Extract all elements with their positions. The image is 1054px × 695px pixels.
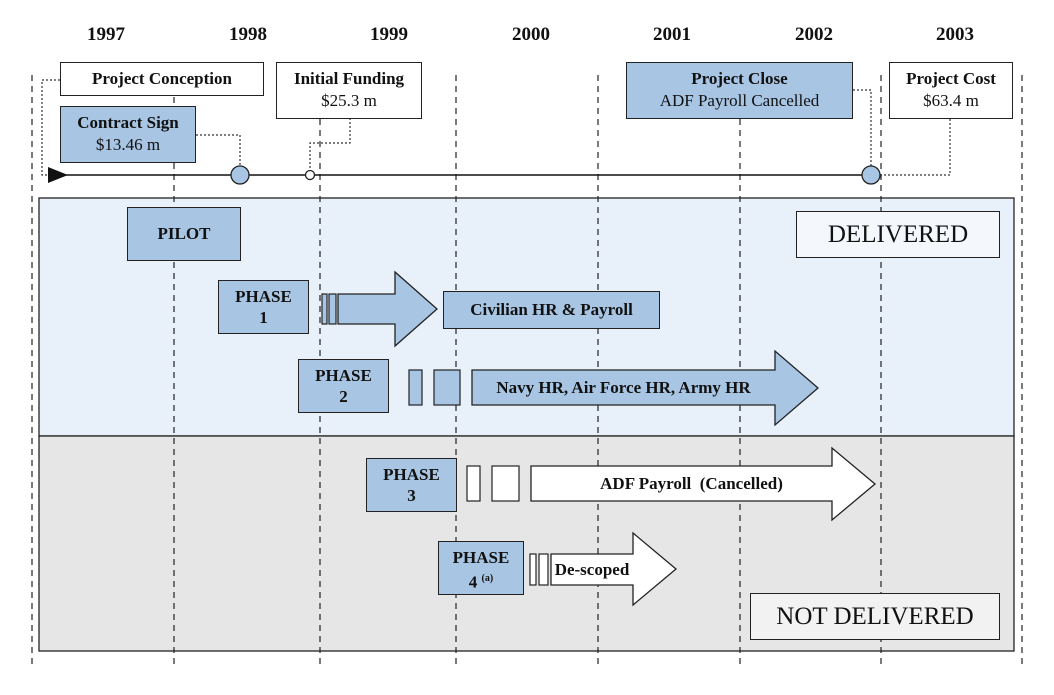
phase-2-word: PHASE xyxy=(315,366,372,385)
phase-1-step-b xyxy=(328,293,337,325)
initial-funding-box: Initial Funding $25.3 m xyxy=(276,62,422,119)
phase-3-step-b xyxy=(491,465,520,502)
phase-3-box: PHASE 3 xyxy=(366,458,457,512)
phase-3-step-a xyxy=(466,465,481,502)
phase-1-arrow xyxy=(337,270,438,348)
milestone-connectors xyxy=(41,79,951,176)
project-cost-title: Project Cost xyxy=(906,69,996,88)
phase-1-deliverable: Civilian HR & Payroll xyxy=(443,291,660,329)
year-label: 1998 xyxy=(229,24,267,45)
timeline-start-arrow xyxy=(48,167,68,183)
phase-4-deliverable: De-scoped xyxy=(554,560,630,579)
not-delivered-label: NOT DELIVERED xyxy=(750,593,1000,640)
phase-2-deliverable: Navy HR, Air Force HR, Army HR xyxy=(496,378,751,397)
phase-4-arrow xyxy=(550,531,678,607)
initial-funding-value: $25.3 m xyxy=(321,91,377,110)
phase-4-number-line: 4 (a) xyxy=(439,568,523,593)
year-label: 2003 xyxy=(936,24,974,45)
phase-2-number: 2 xyxy=(339,387,348,406)
phase-3-deliverable: ADF Payroll (Cancelled) xyxy=(600,474,783,493)
phase-4-step-a xyxy=(529,553,537,586)
phase-1-box: PHASE 1 xyxy=(218,280,309,334)
contract-sign-value: $13.46 m xyxy=(95,135,161,154)
contract-marker xyxy=(230,165,250,185)
project-close-title: Project Close xyxy=(691,69,788,88)
initial-funding-title: Initial Funding xyxy=(293,69,405,88)
phase-4-footnote: (a) xyxy=(481,573,494,584)
phase-2-box: PHASE 2 xyxy=(298,359,389,413)
phase-1-step-a xyxy=(321,293,328,325)
contract-sign-title: Contract Sign xyxy=(77,113,179,132)
year-label: 2002 xyxy=(795,24,833,45)
year-label: 1999 xyxy=(370,24,408,45)
phase-4-number: 4 xyxy=(468,572,478,592)
phase-3-arrow xyxy=(530,446,877,522)
pilot-box: PILOT xyxy=(127,207,241,261)
phase-2-step-a xyxy=(408,369,423,406)
year-label: 2001 xyxy=(653,24,691,45)
contract-sign-box: Contract Sign $13.46 m xyxy=(60,106,196,163)
phase-3-number: 3 xyxy=(407,486,416,505)
year-label: 2000 xyxy=(512,24,550,45)
funding-marker xyxy=(304,169,316,181)
year-label: 1997 xyxy=(87,24,125,45)
phase-2-step-b xyxy=(433,369,461,406)
phase-2-arrow xyxy=(471,349,819,427)
project-conception-box: Project Conception xyxy=(60,62,264,96)
close-marker xyxy=(861,165,881,185)
phase-4-box: PHASE 4 (a) xyxy=(438,541,524,595)
phase-1-word: PHASE xyxy=(235,287,292,306)
project-cost-value: $63.4 m xyxy=(923,91,979,110)
project-close-detail: ADF Payroll Cancelled xyxy=(659,91,820,110)
phase-4-word: PHASE xyxy=(452,548,510,567)
project-cost-box: Project Cost $63.4 m xyxy=(889,62,1013,119)
phase-1-number: 1 xyxy=(259,308,268,327)
delivered-label: DELIVERED xyxy=(796,211,1000,258)
project-conception-title: Project Conception xyxy=(92,69,232,88)
phase-3-word: PHASE xyxy=(383,465,440,484)
project-close-box: Project Close ADF Payroll Cancelled xyxy=(626,62,853,119)
phase-4-step-b xyxy=(538,553,549,586)
